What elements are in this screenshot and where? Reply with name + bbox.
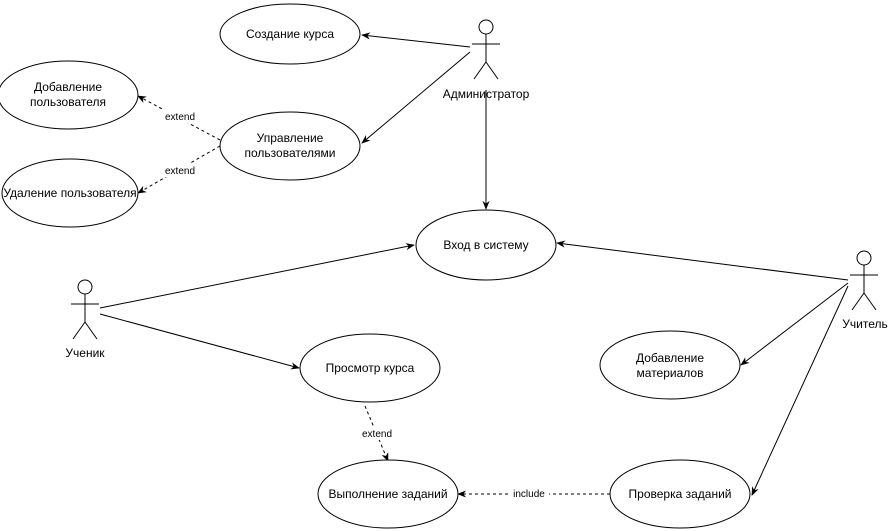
use-case-do-tasks[interactable]: Выполнение заданий xyxy=(317,459,459,529)
use-case-label: Управление xyxy=(257,131,324,145)
use-case-view-course[interactable]: Просмотр курса xyxy=(299,333,441,403)
use-case-manage-users[interactable]: Управление пользователями xyxy=(219,111,361,181)
use-case-label: материалов xyxy=(637,366,704,380)
extend-add-label: extend xyxy=(165,112,195,123)
use-case-label: Просмотр курса xyxy=(326,361,415,375)
use-case-create-course[interactable]: Создание курса xyxy=(219,3,361,65)
stick-figure-icon xyxy=(850,250,878,311)
use-case-label: Вход в систему xyxy=(443,238,528,252)
actor-admin[interactable]: Администратор xyxy=(443,19,530,101)
actor-student[interactable]: Ученик xyxy=(65,279,105,360)
actor-teacher[interactable]: Учитель xyxy=(842,250,888,331)
actor-label: Ученик xyxy=(65,346,105,360)
extend-delete-label: extend xyxy=(165,166,195,177)
use-case-label: Добавление xyxy=(34,80,102,94)
assoc-student-view-course xyxy=(99,313,300,370)
stick-figure-icon xyxy=(71,279,99,340)
use-case-label: пользователя xyxy=(30,95,106,109)
use-case-label: Выполнение заданий xyxy=(328,487,447,501)
assoc-admin-create-course xyxy=(361,32,471,48)
use-case-label: Добавление xyxy=(636,351,704,365)
actor-label: Администратор xyxy=(443,87,530,101)
relation-labels: extend extend extend include xyxy=(161,109,549,500)
assoc-teacher-login xyxy=(556,240,849,281)
assoc-teacher-add-materials xyxy=(740,282,849,366)
extend-tasks-line xyxy=(364,405,389,462)
use-case-label: пользователями xyxy=(245,146,336,160)
use-case-label: Создание курса xyxy=(246,27,334,41)
use-case-delete-user[interactable]: Удаление пользователя xyxy=(1,158,139,228)
assoc-student-login xyxy=(99,243,415,309)
use-case-login[interactable]: Вход в систему xyxy=(415,209,557,281)
actor-label: Учитель xyxy=(842,317,887,331)
dependencies xyxy=(137,95,610,498)
use-case-label: Проверка заданий xyxy=(629,487,732,501)
assoc-teacher-check-tasks xyxy=(751,285,849,496)
assoc-admin-manage-users xyxy=(361,51,471,144)
extend-delete-user-line xyxy=(137,145,221,194)
use-case-label: Удаление пользователя xyxy=(3,186,136,200)
extend-tasks-label: extend xyxy=(362,429,392,440)
use-case-add-user[interactable]: Добавление пользователя xyxy=(0,60,139,130)
associations xyxy=(99,32,849,496)
include-check-label: include xyxy=(513,489,545,500)
use-case-add-materials[interactable]: Добавление материалов xyxy=(599,330,741,400)
use-case-check-tasks[interactable]: Проверка заданий xyxy=(609,459,751,529)
stick-figure-icon xyxy=(472,19,500,80)
